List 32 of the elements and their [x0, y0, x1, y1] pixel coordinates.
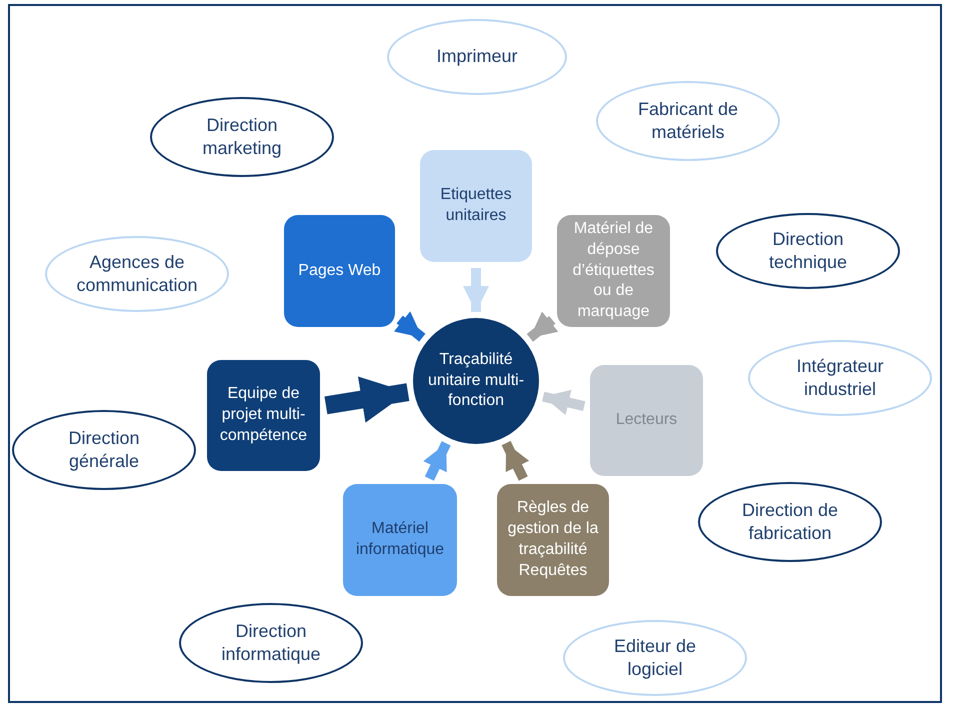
process-box — [207, 360, 320, 471]
process-box — [420, 150, 532, 262]
process-box — [284, 215, 395, 327]
process-box — [343, 484, 457, 596]
node-label: Imprimeur — [436, 45, 518, 68]
arrow — [463, 268, 489, 312]
node-label: Direction générale — [67, 426, 141, 473]
node-label: Agences de communication — [75, 250, 199, 297]
node-label: Matériel de dépose d’étiquettes ou de marquage — [572, 219, 656, 322]
arrow — [542, 390, 586, 416]
arrow — [526, 311, 558, 342]
arrow — [423, 441, 451, 481]
arrow — [394, 311, 426, 342]
node-label: Intégrateur industriel — [795, 354, 885, 401]
node-label: Direction de fabrication — [740, 498, 840, 545]
process-box — [557, 215, 670, 327]
node-label: Equipe de projet multi-compétence — [218, 384, 308, 446]
node-label: Etiquettes unitaires — [439, 185, 513, 226]
node-label: Fabricant de matériels — [636, 98, 740, 144]
node-label: Matériel informatique — [354, 519, 446, 560]
process-box — [497, 484, 609, 596]
node-label: Traçabilité unitaire multi-fonction — [426, 350, 526, 412]
arrow — [502, 440, 530, 481]
node-label: Editeur de logiciel — [612, 634, 698, 681]
arrow — [324, 376, 410, 423]
node-label: Direction informatique — [220, 620, 322, 666]
node-label: Direction technique — [768, 228, 848, 274]
node-label: Règles de gestion de la traçabilité Requêtes — [506, 498, 600, 581]
node-label: Lecteurs — [616, 410, 678, 430]
node-label: Pages Web — [298, 260, 381, 281]
process-box — [590, 365, 703, 476]
node-label: Direction marketing — [201, 114, 283, 160]
